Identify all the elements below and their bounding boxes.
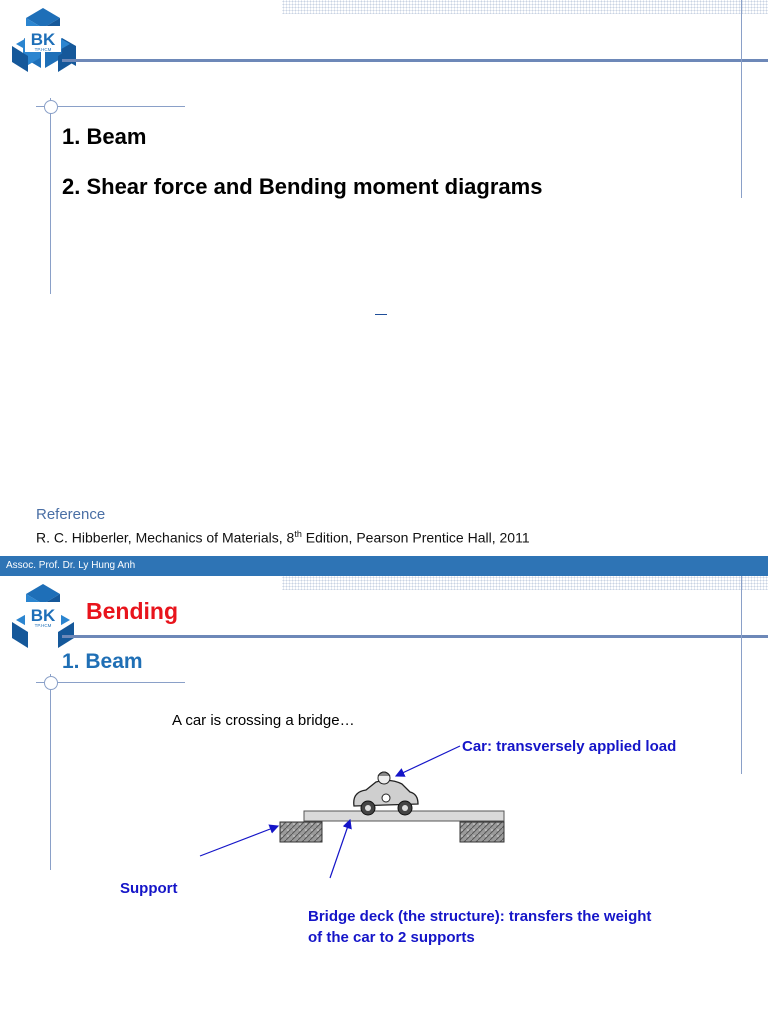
caption: A car is crossing a bridge… (172, 712, 355, 729)
slide-2: BK TP.HCM Bending 1. Beam A car is cross… (0, 576, 768, 1024)
short-rule (36, 682, 185, 683)
car-icon (353, 771, 419, 816)
dot-pattern (282, 576, 768, 590)
left-rule (50, 98, 51, 294)
dash-mark (375, 314, 387, 315)
label-car: Car: transversely applied load (462, 738, 677, 755)
logo-subtext: TP.HCM (35, 623, 52, 628)
reference-text: R. C. Hibberler, Mechanics of Materials,… (36, 529, 530, 546)
support-arrow (199, 824, 280, 857)
right-rule (741, 576, 742, 774)
item-beam: 1. Beam (62, 124, 147, 149)
dot-pattern (282, 0, 768, 14)
car-arrow (394, 745, 461, 777)
slide-title: Bending (86, 598, 178, 624)
right-support (459, 821, 505, 843)
crosshair-icon (44, 676, 58, 690)
header-rule (62, 635, 768, 638)
slide-subtitle: 1. Beam (62, 650, 143, 673)
reference-title: Reference (36, 506, 106, 523)
bk-logo-icon: BK TP.HCM (12, 584, 74, 648)
item-shear-bending: 2. Shear force and Bending moment diagra… (62, 174, 543, 199)
crosshair-icon (44, 100, 58, 114)
header-rule (62, 59, 768, 62)
slide-1: BK TP.HCM 1. Beam 2. Shear force and Ben… (12, 0, 768, 546)
label-deck: Bridge deck (the structure): transfers t… (308, 908, 652, 946)
deck-arrow (329, 818, 352, 879)
logo-letters: BK (31, 606, 56, 625)
right-rule (741, 0, 742, 198)
footer-author-bar: Assoc. Prof. Dr. Ly Hung Anh (0, 556, 768, 576)
bk-logo-icon: BK TP.HCM (12, 8, 76, 72)
short-rule (36, 106, 185, 107)
left-rule (50, 674, 51, 870)
logo-letters: BK (31, 30, 56, 49)
left-support (279, 821, 323, 843)
bridge-illustration (199, 745, 505, 879)
label-support: Support (120, 880, 178, 897)
logo-subtext: TP.HCM (35, 47, 52, 52)
